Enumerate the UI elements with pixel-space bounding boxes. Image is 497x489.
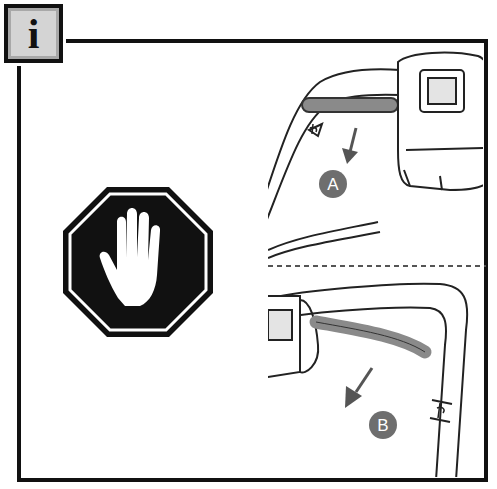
callout-circle bbox=[319, 170, 347, 198]
logo-bottom bbox=[437, 403, 444, 418]
info-symbol: i bbox=[11, 11, 56, 56]
callout-circle bbox=[369, 411, 397, 439]
info-box bbox=[6, 6, 61, 61]
arrow-b bbox=[345, 368, 372, 408]
stop-sign bbox=[63, 187, 213, 337]
handle-bottom bbox=[268, 284, 467, 477]
info-box-inner bbox=[11, 11, 56, 56]
handle-top bbox=[268, 53, 483, 258]
callout-letter: B bbox=[369, 411, 397, 439]
arrow-a bbox=[342, 128, 358, 164]
divider bbox=[268, 265, 486, 267]
callout-letter: A bbox=[319, 170, 347, 198]
logo-top bbox=[310, 124, 317, 134]
